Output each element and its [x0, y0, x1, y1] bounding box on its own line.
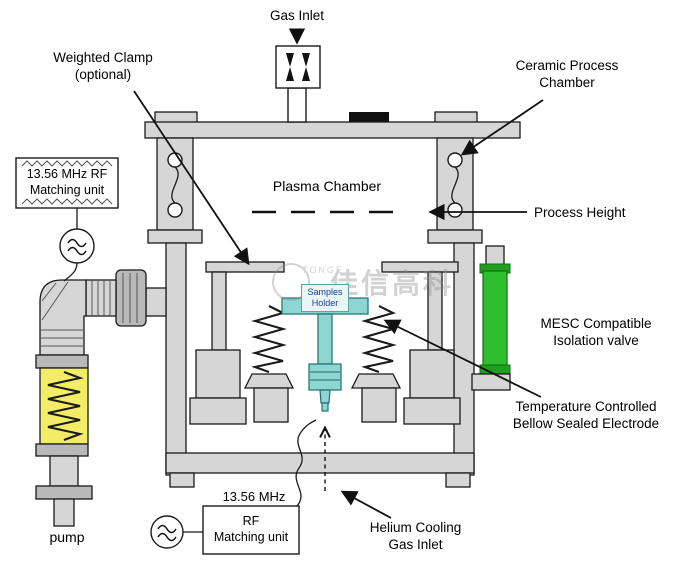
rf-unit-bottom: [150, 419, 317, 555]
rf-generator-icon: [59, 228, 95, 264]
isolation-valve: [471, 245, 511, 391]
pump-bellows: [39, 367, 89, 445]
arrow-weighted-clamp: [133, 90, 250, 266]
spring-icon: [361, 305, 397, 373]
right-clamp-column: [427, 137, 483, 244]
spring-icon: [47, 371, 84, 441]
label-weighted-clamp: Weighted Clamp (optional): [53, 50, 153, 82]
pump-assembly: [35, 269, 167, 527]
gas-inlet-valve-icon: [275, 45, 321, 123]
lid-viewport-block: [349, 112, 389, 122]
sample-holder-electrode: [281, 297, 369, 412]
label-pump: pump: [49, 529, 85, 545]
label-samples-holder: Samples Holder: [301, 284, 349, 312]
arrow-ceramic-chamber: [460, 99, 544, 156]
rf-generator-icon: [150, 515, 184, 549]
label-rf-bottom-freq: 13.56 MHz: [222, 489, 286, 504]
chamber-lid: [144, 111, 521, 139]
label-temp-electrode: Temperature Controlled Bellow Sealed Ele…: [512, 399, 660, 431]
arrow-temp-electrode: [383, 319, 542, 398]
rf-unit-left: [15, 157, 119, 282]
bolt-icon: [447, 152, 463, 168]
label-rf-matching-bottom: RF Matching unit: [213, 514, 289, 544]
bellow-springs: [243, 305, 402, 423]
label-helium-inlet: Helium Cooling Gas Inlet: [369, 520, 462, 552]
label-gas-inlet: Gas Inlet: [269, 8, 325, 23]
annotation-arrows: [133, 28, 544, 519]
label-process-height: Process Height: [534, 205, 626, 220]
label-rf-matching-left: 13.56 MHz RF Matching unit: [26, 167, 108, 197]
arrow-helium-inlet: [340, 490, 392, 519]
bolt-icon: [167, 202, 183, 218]
bolt-icon: [447, 202, 463, 218]
label-plasma-chamber: Plasma Chamber: [272, 178, 382, 194]
label-mesc-valve: MESC Compatible Isolation valve: [540, 316, 652, 348]
label-ceramic-chamber: Ceramic Process Chamber: [515, 58, 619, 90]
spring-icon: [251, 305, 287, 373]
